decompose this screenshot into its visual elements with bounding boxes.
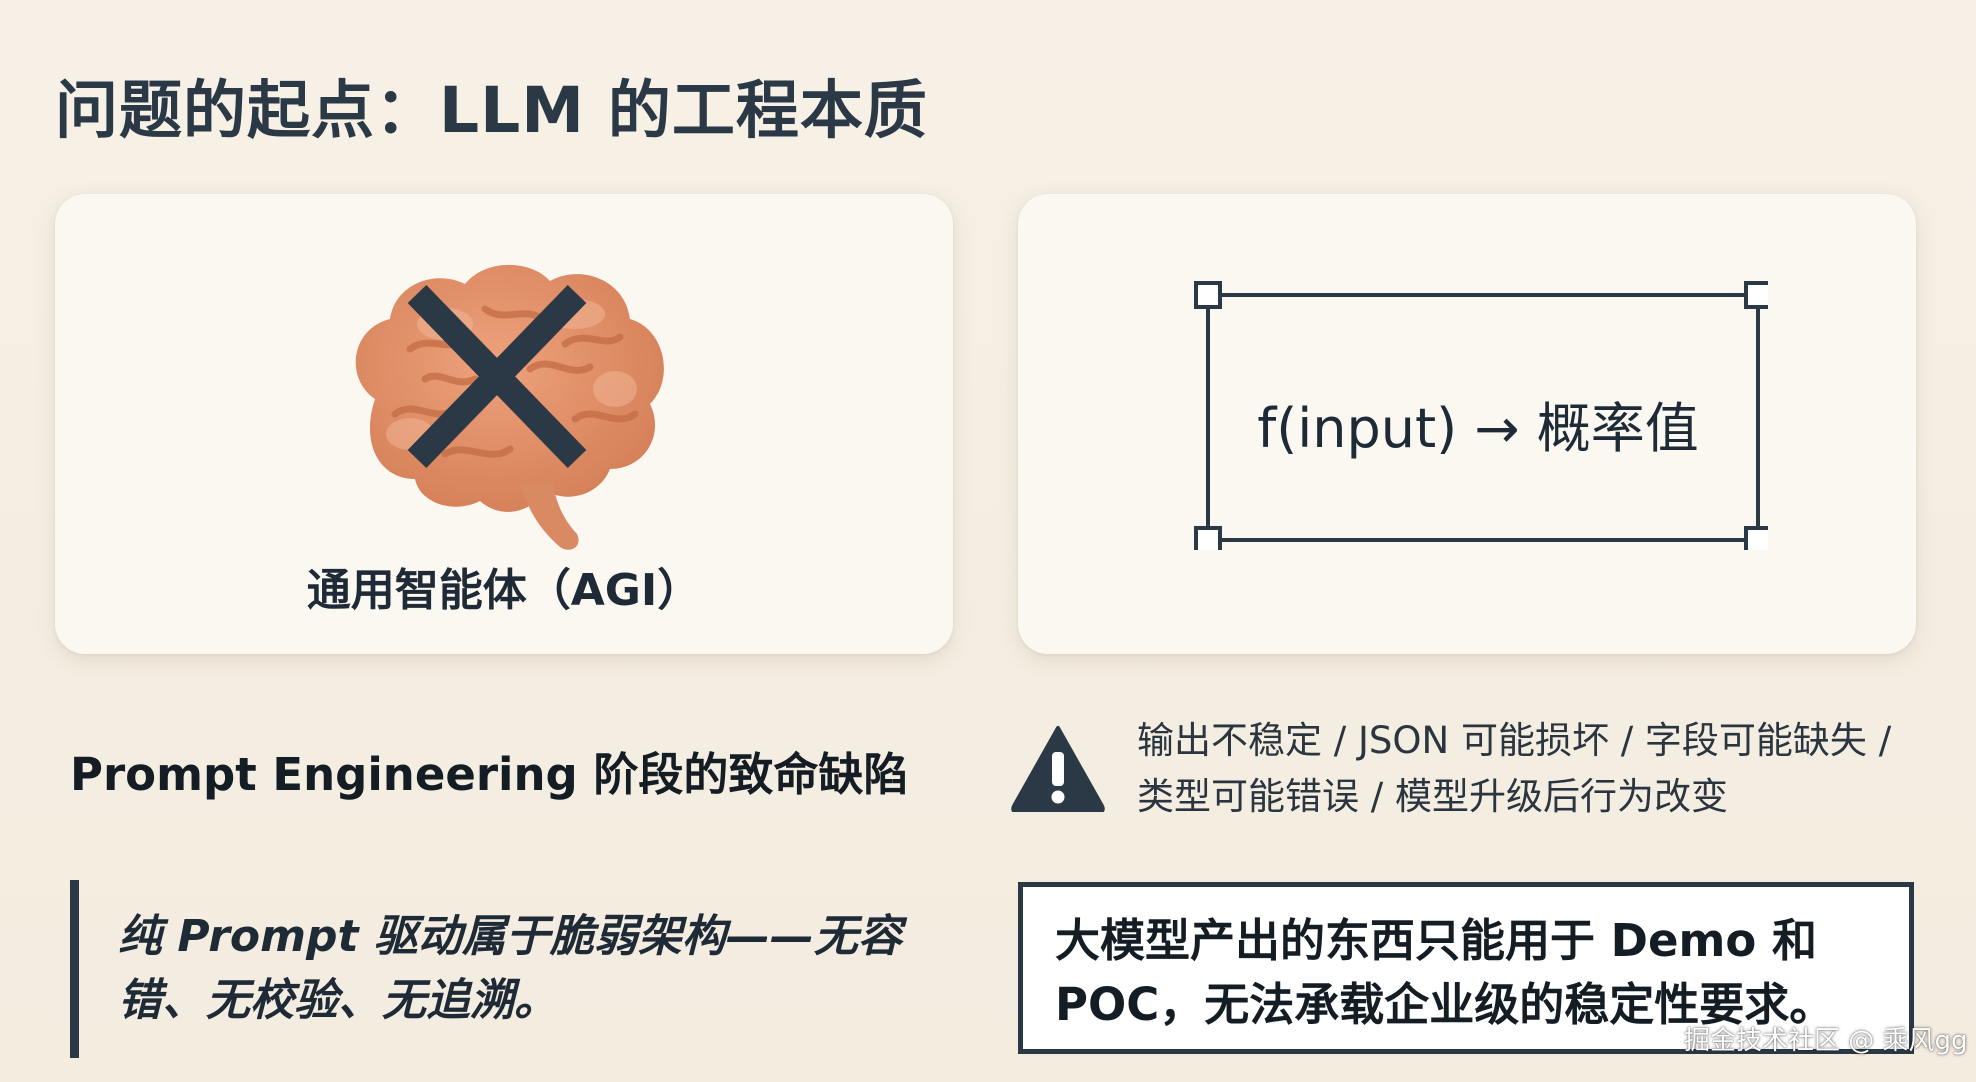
- formula-card: f(input) → 概率值: [1018, 194, 1916, 654]
- quote-text: 纯 Prompt 驱动属于脆弱架构——无容 错、无校验、无追溯。: [118, 905, 918, 1033]
- conclusion-text: 大模型产出的东西只能用于 Demo 和 POC，无法承载企业级的稳定性要求。: [1055, 909, 1895, 1037]
- quote-line-1: 纯 Prompt 驱动属于脆弱架构——无容: [118, 911, 902, 962]
- quote-bar: [70, 880, 79, 1058]
- conclusion-box: 大模型产出的东西只能用于 Demo 和 POC，无法承载企业级的稳定性要求。: [1018, 882, 1914, 1054]
- watermark: 掘金技术社区 @ 乘风gg: [1684, 1026, 1968, 1056]
- bounding-box-icon: [1194, 281, 1768, 550]
- agi-card: 通用智能体（AGI）: [55, 194, 953, 654]
- conclusion-line-2: POC，无法承载企业级的稳定性要求。: [1055, 978, 1835, 1031]
- section-heading: Prompt Engineering 阶段的致命缺陷: [70, 748, 909, 801]
- formula-text: f(input) → 概率值: [1257, 397, 1699, 460]
- issues-list: 输出不稳定 / JSON 可能损坏 / 字段可能缺失 / 类型可能错误 / 模型…: [1137, 713, 1917, 825]
- warning-triangle-icon: [1011, 726, 1105, 812]
- brain-crossed-icon: [355, 264, 664, 550]
- quote-line-2: 错、无校验、无追溯。: [118, 975, 558, 1026]
- issues-line-2: 类型可能错误 / 模型升级后行为改变: [1137, 775, 1728, 818]
- page-title: 问题的起点：LLM 的工程本质: [55, 74, 928, 147]
- issues-line-1: 输出不稳定 / JSON 可能损坏 / 字段可能缺失 /: [1137, 719, 1892, 762]
- conclusion-line-1: 大模型产出的东西只能用于 Demo 和: [1055, 914, 1818, 967]
- agi-label: 通用智能体（AGI）: [306, 565, 702, 616]
